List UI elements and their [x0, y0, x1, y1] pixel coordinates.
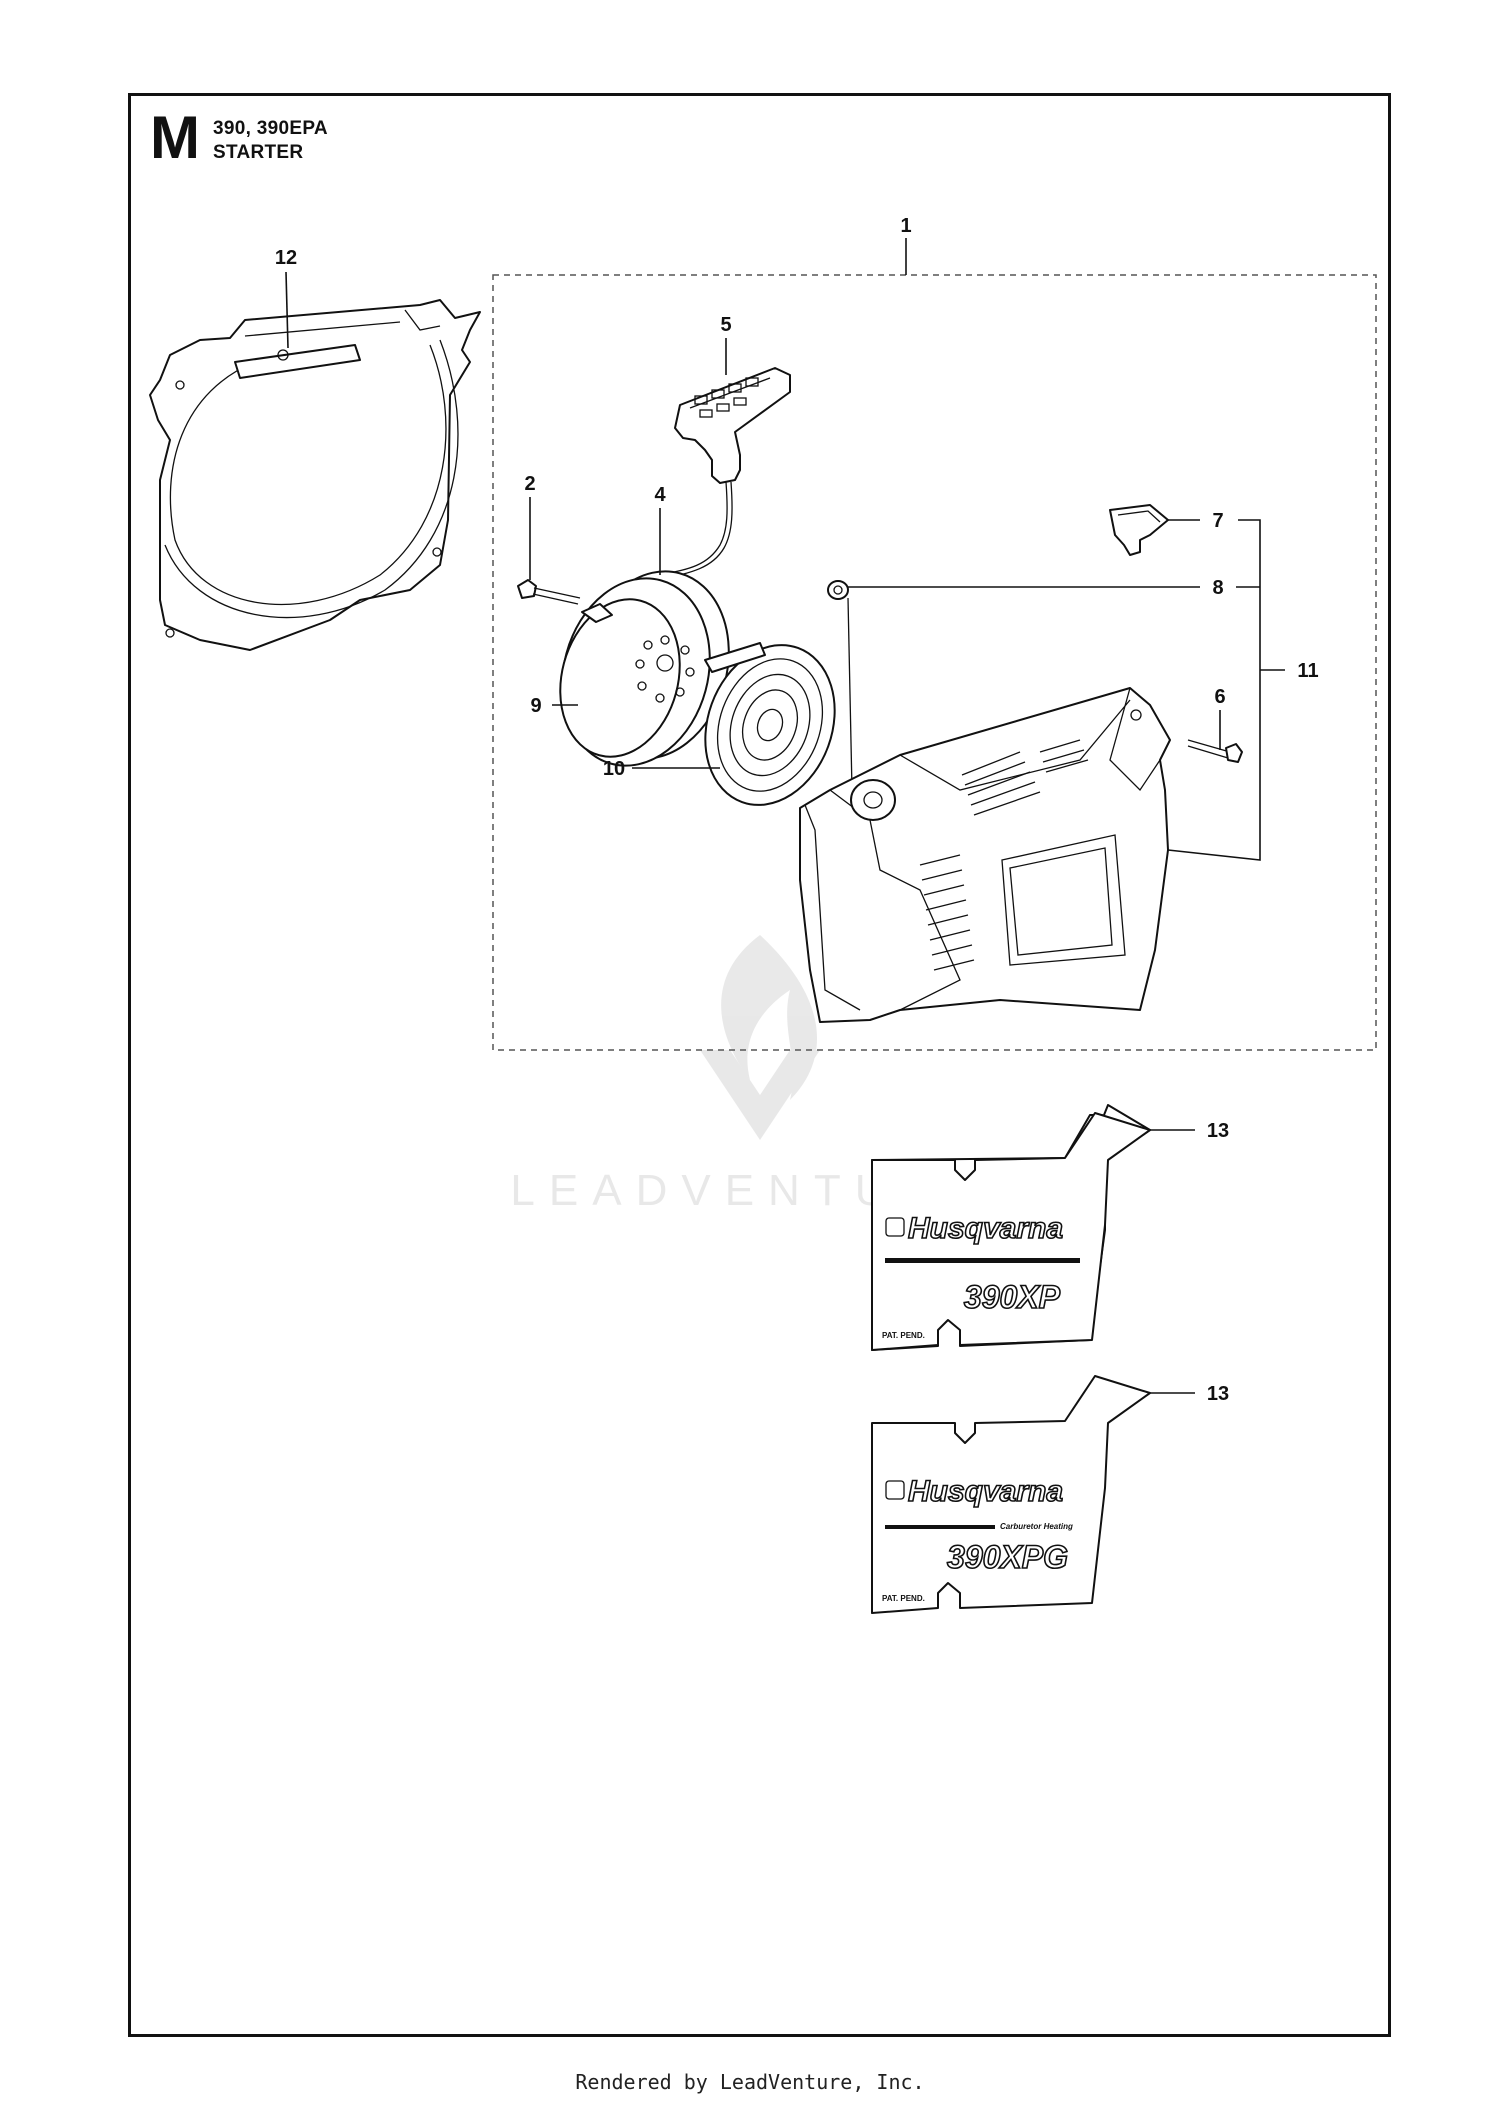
decal-b-subtitle: Carburetor Heating: [1000, 1522, 1073, 1531]
assembly-boundary: [492, 274, 1377, 1051]
callout-2: 2: [524, 473, 535, 495]
section-title: STARTER: [213, 142, 304, 163]
decal-390xpg: Husqvarna Carburetor Heating 390XPG PAT.…: [871, 1375, 1151, 1614]
part-9-pulley: [559, 570, 730, 767]
part-7-grommet: [1109, 504, 1169, 556]
callout-9: 9: [530, 695, 541, 717]
callout-7: 7: [1212, 510, 1223, 532]
decal-b-model: 390XPG: [947, 1539, 1068, 1575]
footer-credit: Rendered by LeadVenture, Inc.: [575, 2070, 925, 2094]
section-letter: M: [150, 104, 200, 171]
part-2-screw: [517, 579, 581, 605]
decal-b-note: PAT. PEND.: [882, 1594, 925, 1603]
callout-4: 4: [654, 484, 666, 506]
starter-cover: [799, 687, 1171, 1023]
part-10-recoil-spring: [704, 642, 836, 806]
callout-5: 5: [720, 314, 731, 336]
callout-12: 12: [275, 247, 297, 269]
callout-10: 10: [603, 758, 625, 780]
bracket-11: [1167, 519, 1261, 861]
part-5-starter-handle: [674, 367, 791, 484]
decal-a-note: PAT. PEND.: [882, 1331, 925, 1340]
callout-13a: 13: [1207, 1120, 1229, 1142]
callout-1: 1: [900, 215, 911, 237]
decal-b-brand: Husqvarna: [908, 1475, 1063, 1508]
part-6-screw: [1187, 739, 1243, 763]
decal-390xp: Husqvarna 390XP PAT. PEND.: [871, 1104, 1151, 1351]
decal-a-brand: Husqvarna: [908, 1212, 1063, 1245]
drawing-frame: [128, 93, 1391, 2037]
callout-13b: 13: [1207, 1383, 1229, 1405]
model-numbers: 390, 390EPA: [213, 118, 328, 139]
part-8-nut: [827, 580, 849, 600]
part-12-fan-housing: [149, 299, 481, 651]
leader-12: [285, 271, 289, 349]
callout-11: 11: [1297, 660, 1318, 682]
callout-6: 6: [1214, 686, 1225, 708]
callout-8: 8: [1212, 577, 1223, 599]
decal-a-model: 390XP: [964, 1279, 1061, 1315]
